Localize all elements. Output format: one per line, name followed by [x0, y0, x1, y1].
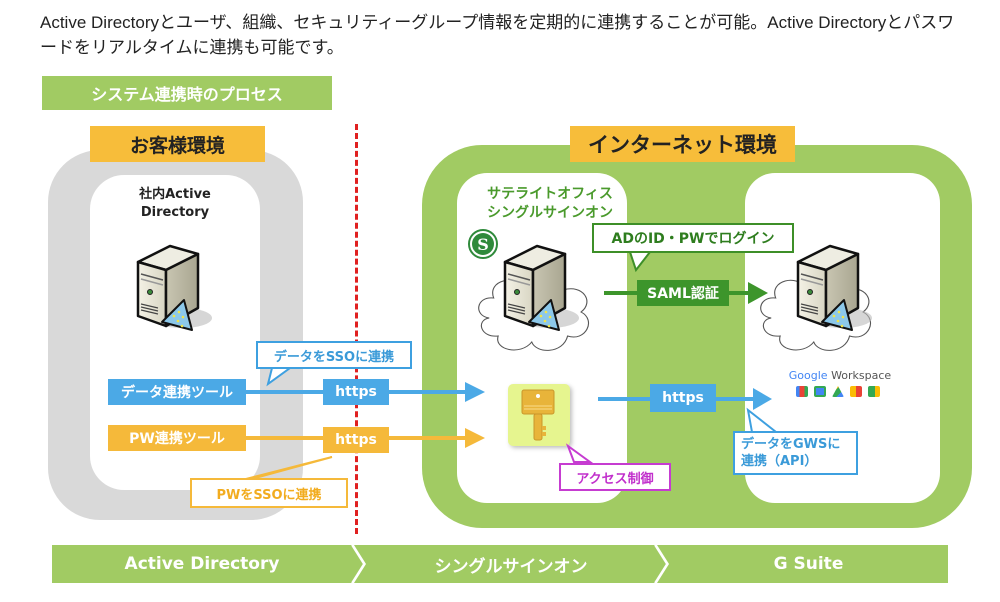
ad-server-icon [136, 244, 214, 332]
footer-step-gsuite: G Suite [773, 554, 844, 574]
ad-title-line2: Directory [140, 205, 210, 220]
footer-step-3-shape [657, 545, 948, 583]
google-wordmark: Google [788, 369, 828, 382]
footer-separator-1 [351, 544, 366, 584]
saml-auth-label: SAML認証 [637, 280, 729, 306]
login-callout-tail [628, 251, 653, 273]
svg-text:S: S [477, 235, 489, 254]
gws-api-callout: データをGWSに 連携（API） [733, 431, 858, 475]
pw-sync-tool-label: PW連携ツール [108, 425, 246, 451]
pw-to-sso-callout: PWをSSOに連携 [190, 478, 348, 508]
footer-step-active-directory: Active Directory [124, 554, 280, 574]
access-control-callout: アクセス制御 [559, 463, 671, 491]
ad-title-line1: 社内Active [139, 187, 211, 202]
gws-callout-line2: 連携（API） [741, 454, 818, 469]
login-callout: ADのID・PWでログイン [592, 223, 794, 253]
sateraito-logo-icon: S [468, 229, 498, 259]
data-sync-arrowhead [465, 382, 485, 402]
customer-env-tag: お客様環境 [90, 126, 265, 162]
gmail-icon [796, 386, 808, 397]
gws-server-icon [796, 244, 874, 332]
access-callout-tail [565, 443, 594, 463]
data-to-sso-callout: データをSSOに連携 [256, 341, 412, 369]
docs-icon [850, 386, 862, 397]
meet-icon [868, 386, 880, 397]
pw-sync-arrowhead [465, 428, 485, 448]
sso-title-line1: サテライトオフィス [487, 186, 613, 202]
key-icon [508, 384, 570, 446]
sso-server-icon [503, 244, 581, 332]
ad-title: 社内Active Directory [100, 186, 250, 222]
drive-icon [832, 386, 844, 397]
gws-callout-tail [746, 407, 779, 433]
sso-title: サテライトオフィス シングルサインオン [470, 185, 630, 223]
intro-text: Active Directoryとユーザ、組織、セキュリティーグループ情報を定期… [40, 13, 955, 57]
footer-step-2-shape [354, 545, 667, 583]
footer-step-sso: シングルサインオン [434, 556, 588, 577]
data-callout-tail [266, 367, 294, 387]
footer-step-1-shape [52, 545, 364, 583]
gws-callout-line1: データをGWSに [741, 437, 841, 452]
https-data-label: https [323, 379, 389, 405]
gws-sync-arrowhead [753, 388, 772, 410]
network-divider [355, 124, 358, 534]
https-pw-label: https [323, 427, 389, 453]
process-label: システム連携時のプロセス [42, 76, 332, 110]
sso-title-line2: シングルサインオン [487, 205, 613, 221]
pw-callout-tail [218, 456, 333, 481]
calendar-icon [814, 386, 826, 397]
https-gws-label: https [650, 384, 716, 412]
workspace-wordmark: Workspace [827, 369, 892, 382]
data-sync-tool-label: データ連携ツール [108, 379, 246, 405]
google-apps-icons [778, 386, 898, 397]
footer-separator-2 [654, 544, 669, 584]
google-workspace-logo: Google Workspace [770, 369, 910, 382]
saml-arrowhead [748, 282, 768, 304]
internet-env-tag: インターネット環境 [570, 126, 795, 162]
